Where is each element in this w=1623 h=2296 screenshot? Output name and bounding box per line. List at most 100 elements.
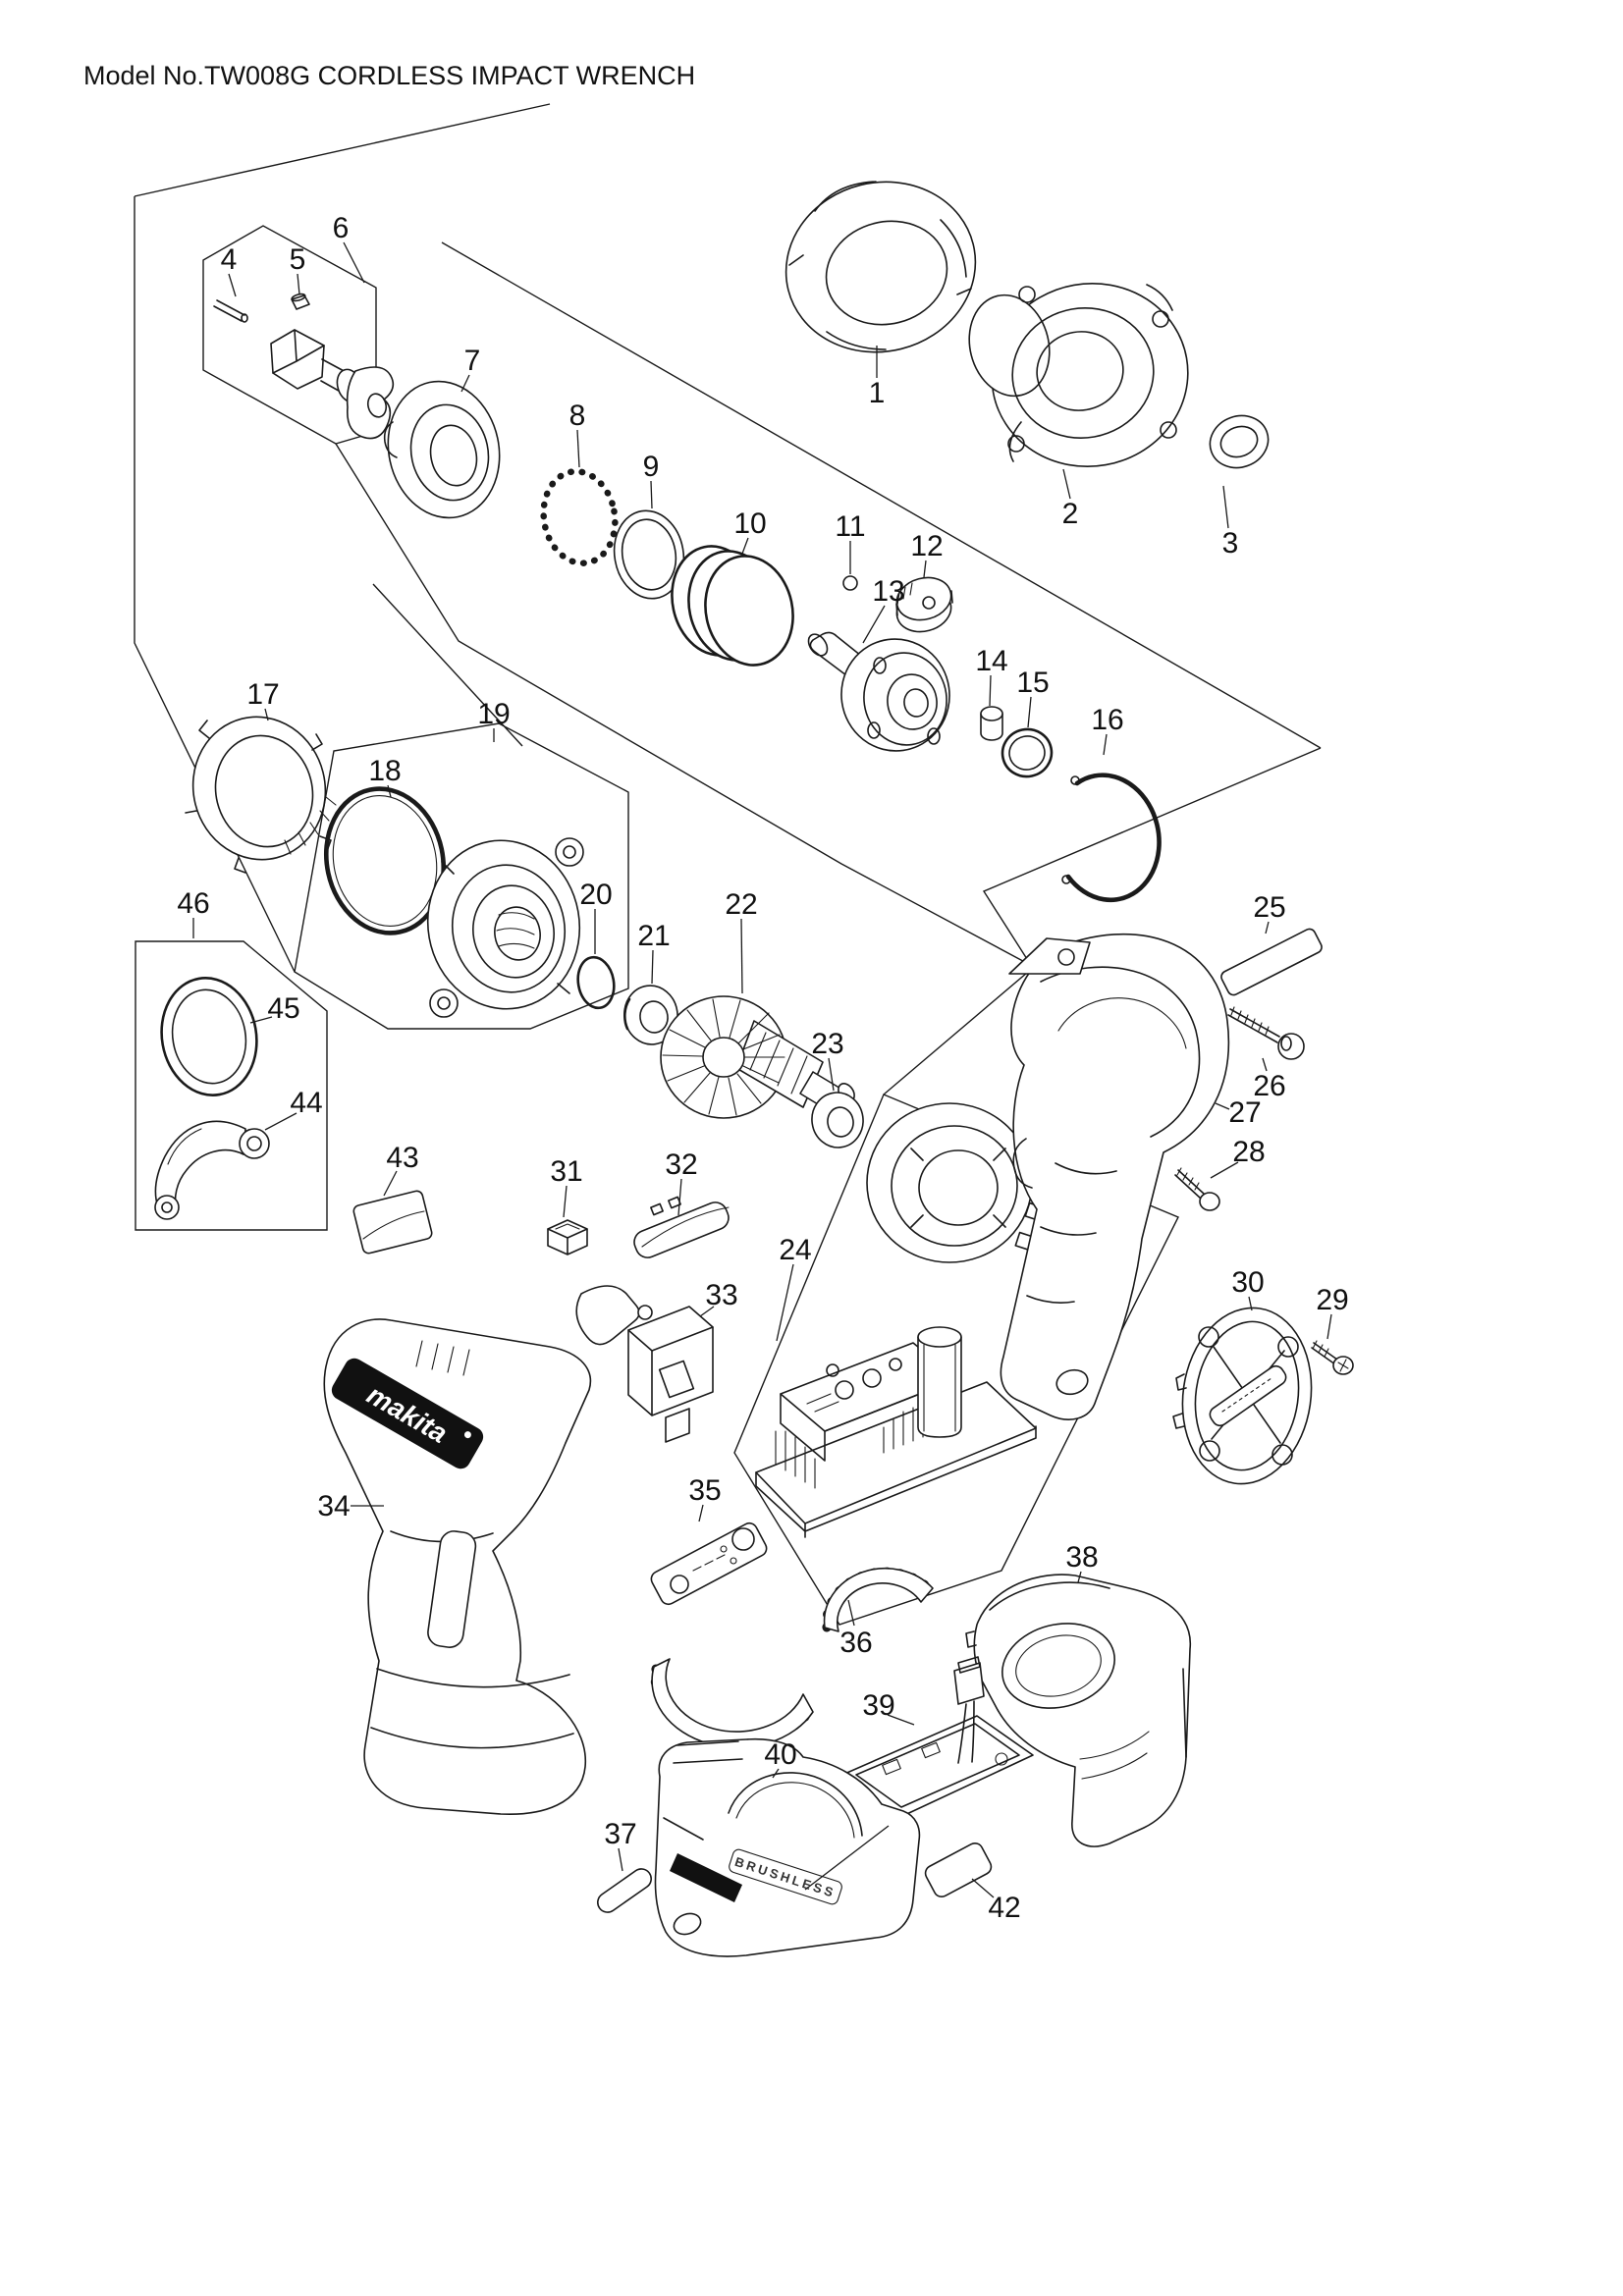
part-29-screw-drawing	[1311, 1340, 1354, 1375]
part-10-number-label: 10	[733, 507, 766, 540]
part-24-leader-line	[776, 1263, 794, 1342]
part-6-anvil-drawing	[270, 329, 395, 440]
part-32-number-label: 32	[665, 1148, 697, 1181]
part-7-cover-drawing	[383, 380, 501, 519]
part-31-button-drawing	[547, 1219, 588, 1255]
part-13-number-label: 13	[872, 575, 904, 608]
part-14-leader-line	[989, 674, 992, 707]
part-45-leader-line	[249, 1016, 273, 1024]
part-13-spindle-drawing	[807, 631, 950, 752]
part-8-leader-line	[576, 429, 580, 468]
part-21-leader-line	[651, 949, 654, 985]
part-20-o-ring-drawing	[576, 955, 616, 1010]
part-23-number-label: 23	[811, 1028, 843, 1060]
group-box-46	[135, 940, 328, 1231]
part-6-number-label: 6	[333, 212, 350, 244]
part-1-number-label: 1	[869, 377, 886, 409]
part-38-leader-line	[1077, 1571, 1082, 1583]
part-46-number-label: 46	[177, 887, 209, 920]
part-38-cover-drawing	[963, 1574, 1192, 1847]
part-11-number-label: 11	[835, 510, 865, 543]
part-17-number-label: 17	[246, 678, 279, 711]
part-39-number-label: 39	[862, 1689, 894, 1722]
part-15-number-label: 15	[1016, 667, 1049, 699]
part-35-leader-line	[698, 1504, 704, 1522]
part-6-leader-line	[343, 241, 365, 284]
part-31-leader-line	[563, 1185, 568, 1218]
part-25-strip-drawing	[1220, 928, 1323, 996]
part-4-number-label: 4	[221, 243, 238, 276]
part-2-leader-line	[1062, 468, 1071, 500]
part-25-leader-line	[1265, 921, 1270, 934]
part-18-number-label: 18	[368, 755, 401, 787]
part-33-switch-drawing	[575, 1285, 714, 1443]
part-42-leader-line	[971, 1878, 995, 1898]
part-21-number-label: 21	[637, 920, 670, 952]
section-lines	[134, 103, 1322, 1095]
part-38-number-label: 38	[1065, 1541, 1098, 1574]
part-15-leader-line	[1027, 696, 1032, 728]
part-1-bumper-drawing	[784, 181, 977, 353]
part-26-leader-line	[1262, 1057, 1268, 1072]
part-9-leader-line	[650, 480, 653, 509]
part-36-bumper-drawing	[650, 1567, 936, 1748]
part-26-number-label: 26	[1253, 1070, 1285, 1102]
part-16-c-ring-drawing	[1061, 773, 1162, 903]
part-33-leader-line	[699, 1306, 715, 1317]
part-44-number-label: 44	[290, 1087, 322, 1119]
part-12-washer-drawing	[895, 576, 953, 633]
part-23-leader-line	[828, 1057, 835, 1092]
part-40-leader-line	[772, 1768, 780, 1779]
part-36-number-label: 36	[839, 1627, 872, 1659]
part-11-ball-drawing	[842, 575, 858, 591]
part-42-number-label: 42	[988, 1892, 1020, 1924]
part-22-leader-line	[740, 918, 743, 994]
part-34-number-label: 34	[317, 1490, 350, 1522]
part-8-number-label: 8	[569, 400, 586, 432]
part-28-leader-line	[1210, 1161, 1239, 1179]
part-14-pin-drawing	[980, 706, 1003, 741]
part-25-number-label: 25	[1253, 891, 1285, 924]
part-30-rear-cover-drawing	[1172, 1307, 1313, 1485]
part-43-label-drawing	[352, 1190, 433, 1255]
part-16-number-label: 16	[1091, 704, 1123, 736]
part-37-leader-line	[618, 1847, 623, 1872]
part-35-plate-drawing	[650, 1522, 768, 1606]
part-37-label-drawing	[596, 1868, 653, 1913]
part-44-leader-line	[264, 1112, 298, 1131]
part-36-leader-line	[847, 1599, 855, 1627]
part-45-ring-drawing	[160, 977, 258, 1096]
part-3-leader-line	[1222, 485, 1229, 529]
part-20-number-label: 20	[579, 879, 612, 911]
part-9-number-label: 9	[643, 451, 660, 483]
part-13-leader-line	[862, 605, 886, 644]
part-29-number-label: 29	[1316, 1284, 1348, 1316]
part-12-leader-line	[923, 560, 927, 578]
part-21-bearing-drawing	[623, 985, 678, 1045]
part-40-number-label: 40	[764, 1738, 796, 1771]
part-32-leader-line	[677, 1178, 682, 1216]
part-45-number-label: 45	[267, 992, 299, 1025]
part-3-ring-drawing	[1209, 414, 1270, 469]
part-24-number-label: 24	[779, 1234, 811, 1266]
part-32-cover-drawing	[633, 1196, 730, 1258]
part-42-label-drawing	[924, 1842, 993, 1898]
part-27-leader-line	[1215, 1102, 1230, 1110]
part-5-pin-drawing	[291, 293, 310, 310]
battery-cover-drawing: BRUSHLESS	[654, 1737, 921, 1957]
part-24-stator-controller-drawing	[755, 1102, 1048, 1538]
part-30-number-label: 30	[1231, 1266, 1264, 1299]
part-43-leader-line	[383, 1170, 398, 1197]
page-title: Model No.TW008G CORDLESS IMPACT WRENCH	[83, 61, 695, 90]
part-14-number-label: 14	[975, 645, 1007, 677]
part-18-leader-line	[387, 784, 392, 798]
part-22-number-label: 22	[725, 888, 757, 921]
part-7-leader-line	[460, 374, 470, 393]
part-39-leader-line	[887, 1714, 915, 1726]
part-22-rotor-drawing	[660, 995, 855, 1119]
part-17-leader-line	[264, 708, 269, 721]
group-box-19	[294, 722, 629, 1030]
part-28-number-label: 28	[1232, 1136, 1265, 1168]
part-29-leader-line	[1326, 1313, 1332, 1340]
